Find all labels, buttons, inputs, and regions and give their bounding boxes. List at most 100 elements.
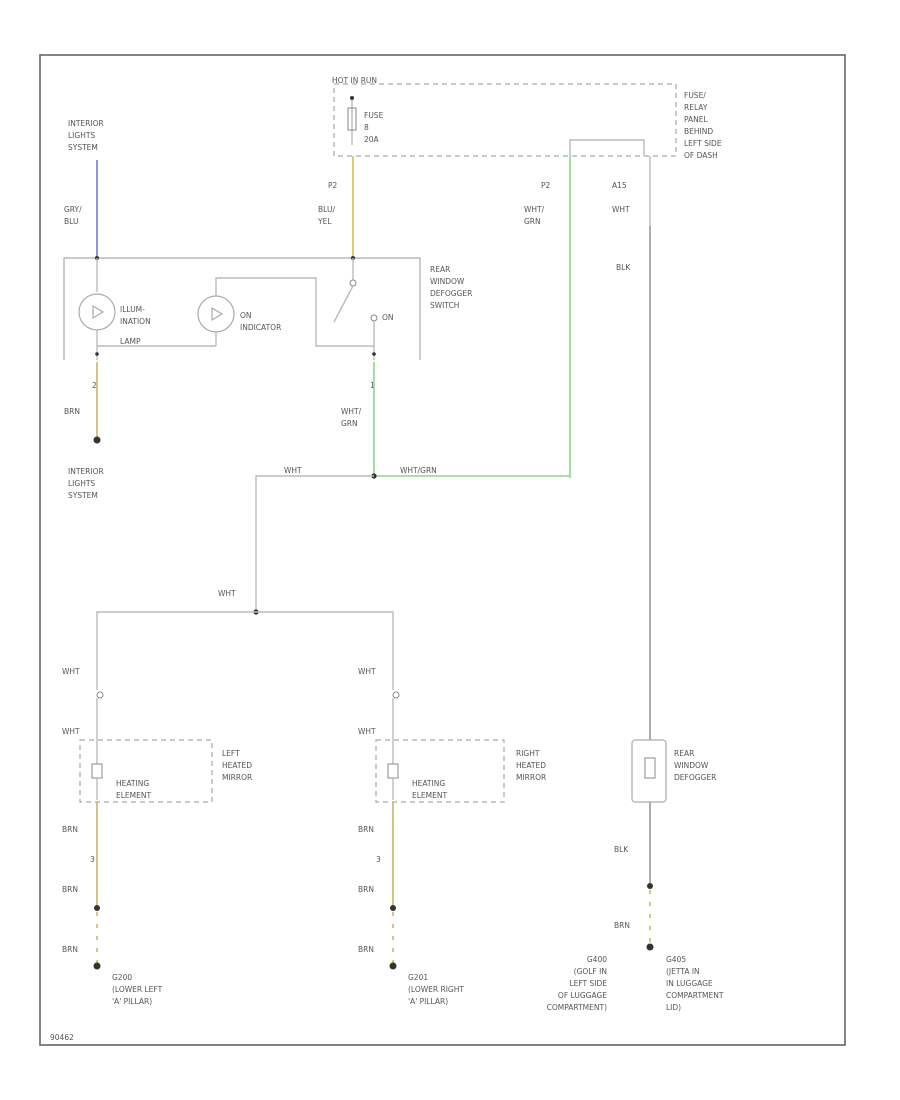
right-heating-element-icon — [387, 763, 399, 800]
svg-text:WHT/: WHT/ — [341, 407, 362, 416]
defogger-grid-icon — [644, 757, 656, 779]
g201-ground-point — [389, 962, 397, 970]
brn-rm-label-1: BRN — [358, 825, 374, 834]
brn-lm-label-1: BRN — [62, 825, 78, 834]
svg-text:ELEMENT: ELEMENT — [412, 791, 447, 800]
svg-text:(LOWER LEFT: (LOWER LEFT — [112, 985, 163, 994]
switch-on-position-label: ON — [382, 313, 394, 322]
illumination-lamp-label: ILLUM- INATION LAMP — [120, 305, 151, 346]
svg-text:LEFT SIDE: LEFT SIDE — [569, 979, 607, 988]
illumination-lamp-icon — [78, 258, 116, 360]
svg-text:G200: G200 — [112, 973, 132, 982]
svg-text:(GOLF IN: (GOLF IN — [574, 967, 607, 976]
svg-text:G201: G201 — [408, 973, 428, 982]
g200-label: G200 (LOWER LEFT 'A' PILLAR) — [112, 973, 163, 1006]
svg-text:GRY/: GRY/ — [64, 205, 82, 214]
pin-3-left-label: 3 — [90, 855, 95, 864]
brn-left-wire-label: BRN — [64, 407, 80, 416]
svg-text:SYSTEM: SYSTEM — [68, 491, 98, 500]
blk-defog-label: BLK — [614, 845, 629, 854]
svg-text:LEFT: LEFT — [222, 749, 240, 758]
fuse-number: 8 — [364, 123, 369, 132]
svg-text:INTERIOR: INTERIOR — [68, 467, 104, 476]
wht-grn-mid-label: WHT/ GRN — [341, 407, 362, 428]
brn-defog-label: BRN — [614, 921, 630, 930]
svg-text:FUSE/: FUSE/ — [684, 91, 706, 100]
svg-text:BLU: BLU — [64, 217, 78, 226]
fuse-amperage: 20A — [364, 135, 380, 144]
pin-2-label: 2 — [92, 381, 97, 390]
gry-blu-wire-label: GRY/ BLU — [64, 205, 82, 226]
rear-window-defogger-label: REAR WINDOW DEFOGGER — [674, 749, 716, 782]
svg-text:GRN: GRN — [341, 419, 358, 428]
svg-text:PANEL: PANEL — [684, 115, 709, 124]
fuse-label: FUSE — [364, 111, 384, 120]
svg-text:COMPARTMENT: COMPARTMENT — [666, 991, 724, 1000]
brn-rm-label-3: BRN — [358, 945, 374, 954]
g405-label: G405 (JETTA IN IN LUGGAGE COMPARTMENT LI… — [666, 955, 724, 1012]
wht-rm-label-2: WHT — [358, 727, 376, 736]
brn-lm-label-2: BRN — [62, 885, 78, 894]
svg-text:DEFOGGER: DEFOGGER — [674, 773, 716, 782]
rear-window-defogger-element — [631, 739, 667, 803]
svg-text:'A' PILLAR): 'A' PILLAR) — [408, 997, 448, 1006]
svg-text:ELEMENT: ELEMENT — [116, 791, 151, 800]
blu-yel-wire-label: BLU/ YEL — [317, 205, 335, 226]
right-heated-mirror-box — [375, 739, 505, 803]
svg-text:WINDOW: WINDOW — [674, 761, 709, 770]
svg-text:IN LUGGAGE: IN LUGGAGE — [666, 979, 713, 988]
svg-text:HEATED: HEATED — [516, 761, 546, 770]
g400-g405-ground-point — [646, 943, 654, 951]
svg-text:WHT/: WHT/ — [524, 205, 545, 214]
wht-lm-label-1: WHT — [62, 667, 80, 676]
svg-text:WINDOW: WINDOW — [430, 277, 465, 286]
svg-text:(LOWER RIGHT: (LOWER RIGHT — [408, 985, 464, 994]
svg-text:ILLUM-: ILLUM- — [120, 305, 145, 314]
svg-text:INATION: INATION — [120, 317, 151, 326]
blk-top-wire-label: BLK — [616, 263, 631, 272]
wht-drop-label: WHT — [218, 589, 236, 598]
interior-lights-connector — [93, 436, 101, 444]
fuse-panel-name: FUSE/ RELAY PANEL BEHIND LEFT SIDE OF DA… — [684, 91, 722, 160]
svg-text:BEHIND: BEHIND — [684, 127, 713, 136]
svg-text:OF LUGGAGE: OF LUGGAGE — [558, 991, 607, 1000]
svg-text:REAR: REAR — [430, 265, 450, 274]
left-heated-mirror-label: LEFT HEATED MIRROR — [222, 749, 252, 782]
defogger-switch-contact — [333, 258, 378, 360]
svg-text:HEATING: HEATING — [412, 779, 445, 788]
svg-text:G405: G405 — [666, 955, 686, 964]
right-heating-element-label: HEATING ELEMENT — [412, 779, 447, 800]
svg-text:SWITCH: SWITCH — [430, 301, 459, 310]
brn-rm-label-2: BRN — [358, 885, 374, 894]
wht-grn-top-label: WHT/ GRN — [524, 205, 545, 226]
svg-text:G400: G400 — [587, 955, 607, 964]
wht-junction-wire — [255, 475, 374, 612]
p2-connector-label: P2 — [328, 181, 338, 190]
p2-connector-label-2: P2 — [541, 181, 551, 190]
interior-lights-system-top-label: INTERIOR LIGHTS SYSTEM — [68, 119, 104, 152]
svg-text:LIGHTS: LIGHTS — [68, 479, 95, 488]
left-heating-element-icon — [91, 763, 103, 800]
interior-lights-system-bottom-label: INTERIOR LIGHTS SYSTEM — [68, 467, 104, 500]
svg-text:DEFOGGER: DEFOGGER — [430, 289, 472, 298]
diagram-frame — [39, 54, 846, 1046]
hot-in-run-label: HOT IN RUN — [332, 76, 377, 85]
wht-grn-horizontal-label: WHT/GRN — [400, 466, 437, 475]
svg-text:HEATING: HEATING — [116, 779, 149, 788]
left-heating-element-label: HEATING ELEMENT — [116, 779, 151, 800]
g201-label: G201 (LOWER RIGHT 'A' PILLAR) — [408, 973, 464, 1006]
g400-label: G400 (GOLF IN LEFT SIDE OF LUGGAGE COMPA… — [547, 955, 608, 1012]
svg-text:MIRROR: MIRROR — [516, 773, 546, 782]
fuse-relay-panel-box — [333, 83, 677, 157]
wht-rm-label-1: WHT — [358, 667, 376, 676]
on-indicator-lamp-icon — [97, 277, 374, 347]
switch-name-label: REAR WINDOW DEFOGGER SWITCH — [430, 265, 472, 310]
svg-text:BLU/: BLU/ — [318, 205, 335, 214]
right-heated-mirror-label: RIGHT HEATED MIRROR — [516, 749, 546, 782]
svg-text:LID): LID) — [666, 1003, 681, 1012]
pin-1-label: 1 — [370, 381, 375, 390]
svg-text:ON: ON — [240, 311, 252, 320]
svg-text:LIGHTS: LIGHTS — [68, 131, 95, 140]
svg-text:RIGHT: RIGHT — [516, 749, 540, 758]
